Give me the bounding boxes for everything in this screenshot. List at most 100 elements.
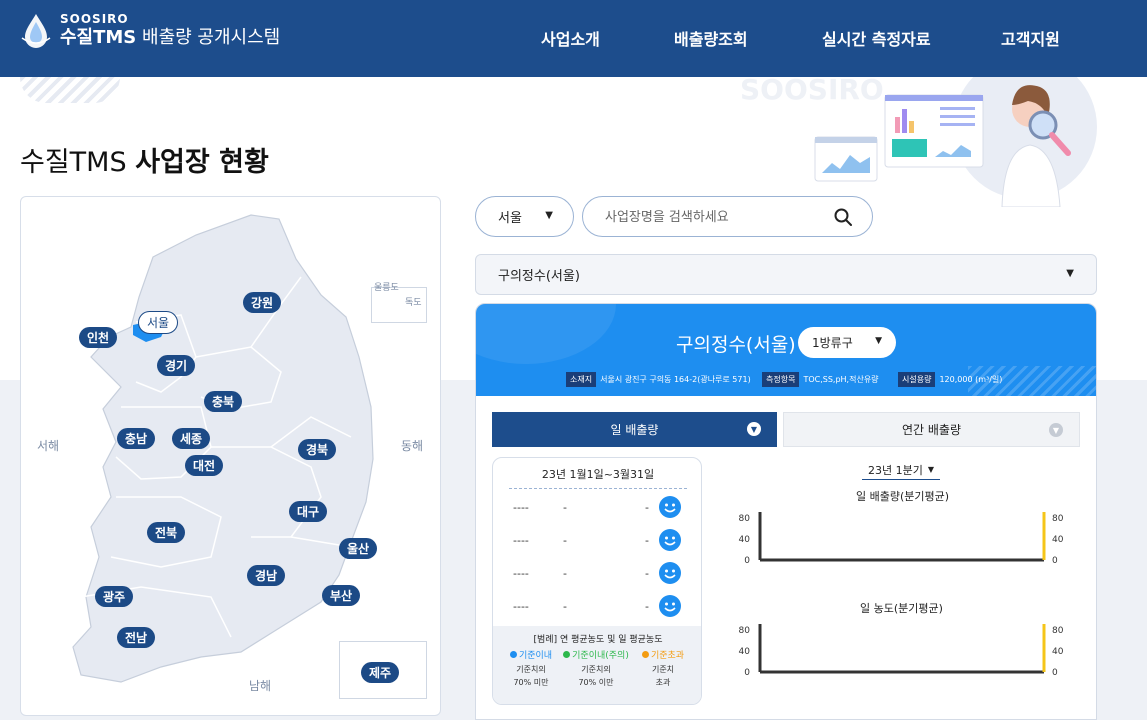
info-items: 측정항목 TOC,SS,pH,적산유량 — [762, 372, 879, 387]
y-tick-label-right: 80 — [1052, 626, 1064, 636]
chevron-down-icon: ▼ — [875, 336, 882, 346]
region-gyeonggi[interactable]: 경기 — [157, 355, 196, 376]
region-chungnam[interactable]: 충남 — [117, 428, 156, 449]
site-header: SOOSIRO 수질TMS 배출량 공개시스템 사업소개 배출량조회 실시간 측… — [0, 0, 1147, 77]
smile-icon — [659, 595, 681, 617]
y-tick-label-left: 80 — [739, 626, 751, 636]
row-value: - — [563, 534, 567, 547]
quarter-select[interactable]: 23년 1분기 ▼ — [862, 460, 940, 480]
ulleung-label: 울릉도 — [374, 283, 399, 293]
legend: [범례] 연 평균농도 및 일 평균농도 기준이내 기준치의 70% 미만 기준… — [493, 626, 701, 704]
site-title: 구의정수(서울) — [676, 334, 796, 356]
analyst-illustration: SOOSIRO — [740, 77, 1097, 207]
y-tick-label-right: 40 — [1052, 647, 1064, 657]
logo[interactable]: SOOSIRO 수질TMS 배출량 공개시스템 — [20, 12, 280, 50]
row-item: ---- — [513, 600, 529, 613]
info-value: 120,000 (m³/일) — [939, 375, 1003, 384]
y-tick-label-left: 80 — [739, 514, 751, 524]
nav-emission-lookup[interactable]: 배출량조회 — [674, 30, 748, 49]
y-tick-label-left: 40 — [739, 535, 751, 545]
chart-title-daily-emission: 일 배출량(분기평균) — [856, 490, 950, 503]
site-detail-header: 구의정수(서울) 1방류구 ▼ 소재지 서울시 광진구 구의동 164-2(광나… — [476, 304, 1096, 396]
decorative-stripes — [968, 366, 1096, 396]
y-tick-label-right: 80 — [1052, 514, 1064, 524]
chevron-down-icon: ▼ — [747, 422, 761, 436]
row-value: - — [563, 600, 567, 613]
outlet-select-value: 1방류구 — [812, 336, 853, 350]
y-tick-label-left: 40 — [739, 647, 751, 657]
nav-realtime-data[interactable]: 실시간 측정자료 — [822, 30, 931, 49]
watermark-text: SOOSIRO — [740, 77, 884, 106]
sea-west: 서해 — [37, 439, 60, 453]
region-daegu[interactable]: 대구 — [289, 501, 328, 522]
nav-customer-support[interactable]: 고객지원 — [1001, 30, 1060, 49]
region-daejeon[interactable]: 대전 — [185, 455, 224, 476]
decorative-stripes — [20, 77, 120, 103]
legend-desc: 초과 — [655, 678, 671, 687]
legend-desc: 70% 미만 — [513, 678, 549, 687]
legend-desc: 기준치 — [651, 665, 675, 674]
row-value: - — [563, 567, 567, 580]
water-drop-icon — [21, 14, 51, 48]
nav-business-intro[interactable]: 사업소개 — [541, 30, 600, 49]
info-tag: 시설용량 — [898, 372, 936, 387]
outlet-select[interactable]: 1방류구 ▼ — [798, 327, 896, 358]
smile-icon — [659, 529, 681, 551]
system-title: 수질TMS 배출량 공개시스템 — [60, 27, 281, 48]
dokdo-label: 독도 — [405, 298, 422, 308]
site-select[interactable]: 구의정수(서울) ▼ — [475, 254, 1097, 295]
region-chungbuk[interactable]: 충북 — [204, 391, 243, 412]
blue-dot-icon — [509, 651, 517, 658]
region-seoul[interactable]: 서울 — [138, 311, 179, 334]
decorative-circle — [476, 304, 616, 364]
site-search-input[interactable] — [605, 207, 825, 227]
tab-label: 연간 배출량 — [901, 423, 961, 437]
region-jeonnam[interactable]: 전남 — [117, 627, 156, 648]
region-gyeongbuk[interactable]: 경북 — [298, 439, 337, 460]
tab-daily-emission[interactable]: 일 배출량 ▼ — [492, 412, 777, 447]
region-jeju[interactable]: 제주 — [361, 662, 400, 683]
region-jeonbuk[interactable]: 전북 — [147, 522, 186, 543]
quarter-select-value: 23년 1분기 — [867, 463, 923, 477]
tab-label: 일 배출량 — [610, 423, 659, 437]
tab-annual-emission[interactable]: 연간 배출량 ▼ — [783, 412, 1080, 447]
region-incheon[interactable]: 인천 — [79, 327, 118, 348]
region-busan[interactable]: 부산 — [322, 585, 361, 606]
site-detail-panel: 구의정수(서울) 1방류구 ▼ 소재지 서울시 광진구 구의동 164-2(광나… — [475, 303, 1097, 720]
row-conc: - — [645, 567, 649, 580]
region-gyeongnam[interactable]: 경남 — [247, 565, 286, 586]
info-tag: 소재지 — [566, 372, 597, 387]
search-icon[interactable] — [834, 208, 852, 226]
y-tick-label-right: 0 — [1052, 556, 1058, 566]
row-value: - — [563, 501, 567, 514]
row-conc: - — [645, 600, 649, 613]
info-capacity: 시설용량 120,000 (m³/일) — [898, 372, 1002, 387]
legend-item-exceed: 기준초과 기준치 초과 — [631, 650, 695, 689]
region-sejong[interactable]: 세종 — [172, 428, 211, 449]
sea-east: 동해 — [401, 439, 424, 453]
region-select[interactable]: 서울 ▼ — [475, 196, 574, 237]
period-label: 23년 1월1일~3월31일 — [541, 468, 655, 481]
region-ulsan[interactable]: 울산 — [339, 538, 378, 559]
page-title: 수질TMS 사업장 현황 — [20, 147, 269, 178]
region-gangwon[interactable]: 강원 — [243, 292, 282, 313]
green-dot-icon — [563, 651, 571, 658]
sea-south: 남해 — [249, 679, 272, 693]
smile-icon — [659, 496, 681, 518]
region-gwangju[interactable]: 광주 — [95, 586, 134, 607]
region-select-value: 서울 — [498, 211, 522, 226]
row-conc: - — [645, 501, 649, 514]
chevron-down-icon: ▼ — [927, 465, 934, 474]
legend-label: 기준이내 — [518, 651, 553, 661]
site-select-value: 구의정수(서울) — [498, 269, 580, 284]
y-tick-label-right: 40 — [1052, 535, 1064, 545]
info-address: 소재지 서울시 광진구 구의동 164-2(광나루로 571) — [566, 372, 751, 387]
chevron-down-icon: ▼ — [545, 210, 553, 221]
info-value: 서울시 광진구 구의동 164-2(광나루로 571) — [600, 375, 751, 384]
smile-icon — [659, 562, 681, 584]
info-value: TOC,SS,pH,적산유량 — [803, 375, 879, 384]
row-item: ---- — [513, 567, 529, 580]
korea-map-card: 울릉도 독도 서해 동해 남해 서울 인천 강원 경기 충북 충남 세종 대전 … — [20, 196, 441, 716]
